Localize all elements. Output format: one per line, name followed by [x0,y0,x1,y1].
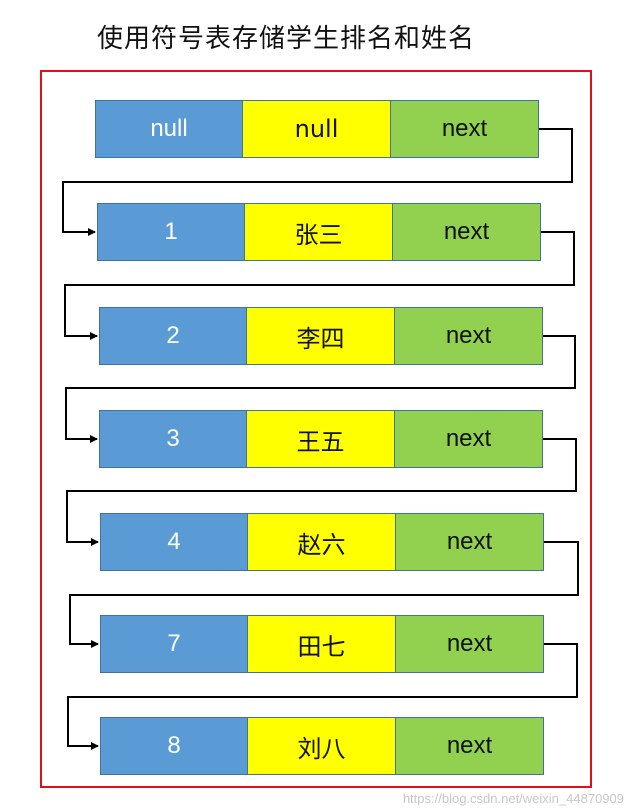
diagram-title: 使用符号表存储学生排名和姓名 [97,24,476,54]
node-1: 1 张三 next [97,203,541,261]
link-arrow-5-6 [67,643,578,750]
node-6: 8 刘八 next [100,717,544,775]
node-key-cell: 3 [99,410,247,468]
node-4: 4 赵六 next [100,513,544,571]
node-value-cell: 李四 [247,307,395,365]
node-5: 7 田七 next [100,615,544,673]
link-arrow-2-3 [65,335,576,443]
node-next-cell: next [391,100,539,158]
link-arrow-3-4 [66,438,577,546]
watermark-text: https://blog.csdn.net/weixin_44870909 [402,791,624,806]
node-value-cell: null [243,100,391,158]
node-next-cell: next [396,615,544,673]
link-arrow-4-5 [69,541,579,648]
symbol-table-frame [40,70,592,788]
node-value-cell: 张三 [245,203,393,261]
node-next-cell: next [393,203,541,261]
node-next-cell: next [396,513,544,571]
node-3: 3 王五 next [99,410,543,468]
node-next-cell: next [395,410,543,468]
node-key-cell: 4 [100,513,248,571]
node-next-cell: next [395,307,543,365]
link-arrow-1-2 [64,231,575,340]
node-value-cell: 王五 [247,410,395,468]
node-value-cell: 刘八 [248,717,396,775]
node-key-cell: null [95,100,243,158]
node-value-cell: 田七 [248,615,396,673]
node-key-cell: 2 [99,307,247,365]
node-key-cell: 7 [100,615,248,673]
node-0: null null next [95,100,539,158]
node-value-cell: 赵六 [248,513,396,571]
node-2: 2 李四 next [99,307,543,365]
node-key-cell: 1 [97,203,245,261]
node-key-cell: 8 [100,717,248,775]
node-next-cell: next [396,717,544,775]
link-arrow-0-1 [62,128,573,236]
